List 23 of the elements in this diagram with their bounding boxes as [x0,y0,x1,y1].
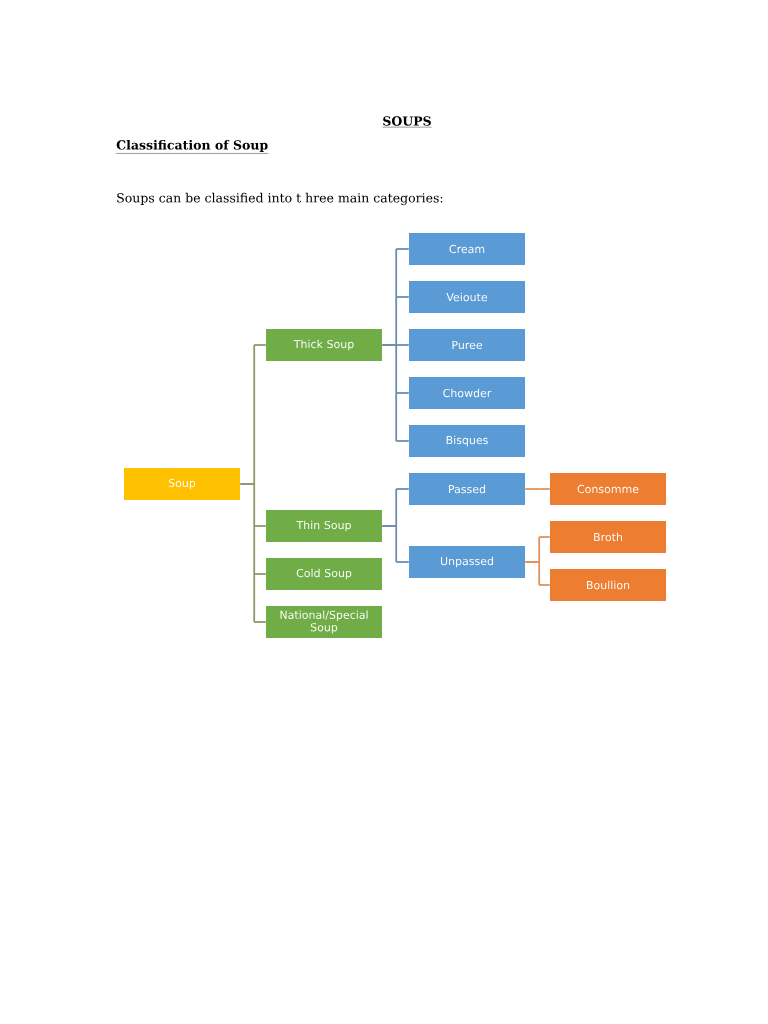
type-box: Bisques [409,425,525,457]
type-box: Cream [409,233,525,265]
category-box: Cold Soup [266,558,382,590]
bracket-connector [524,488,551,490]
type-box: Puree [409,329,525,361]
bracket-connector [381,488,410,563]
section-heading: Classification of Soup [116,139,269,154]
page-title: SOUPS [382,116,432,128]
subtype-box: Broth [550,521,666,553]
type-box: Veioute [409,281,525,313]
type-box: Chowder [409,377,525,409]
intro-sentence: Soups can be classified into t hree main categories: [117,192,443,206]
type-box: Unpassed [409,546,525,578]
root-box: Soup [124,468,240,500]
category-box: Thick Soup [266,329,382,361]
subtype-box: Consomme [550,473,666,505]
category-box: National/Special Soup [266,606,382,638]
subtype-box: Boullion [550,569,666,601]
bracket-connector [524,536,551,586]
category-box: Thin Soup [266,510,382,542]
bracket-connector [381,248,410,442]
type-box: Passed [409,473,525,505]
bracket-connector [239,344,267,623]
